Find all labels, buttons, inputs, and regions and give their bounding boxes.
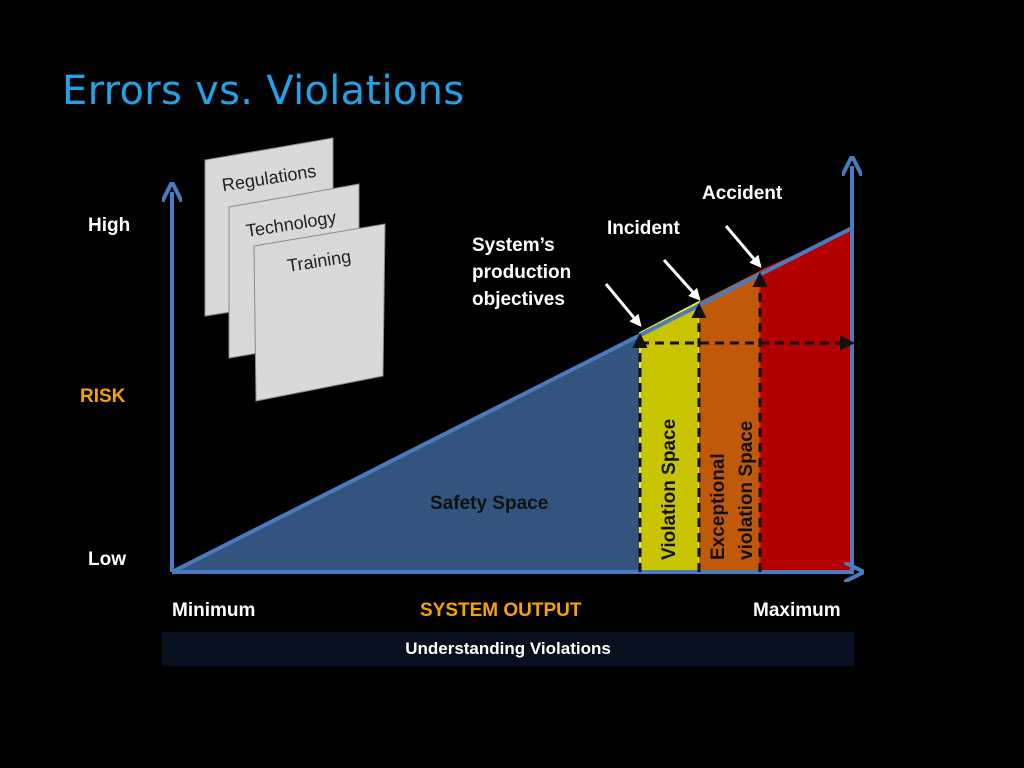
incident-label: Incident [607, 218, 681, 239]
y-high-label: High [88, 215, 130, 236]
exceptional-violation-label-line2: violation Space [736, 421, 757, 560]
footer-text: Understanding Violations [405, 639, 611, 658]
objectives-label-line1: System’s [472, 235, 555, 256]
footer-banner: Understanding Violations [162, 632, 854, 666]
x-axis-title: SYSTEM OUTPUT [420, 600, 582, 621]
accident-label: Accident [702, 183, 783, 204]
violation-space-label: Violation Space [659, 419, 680, 560]
accident-region [759, 228, 853, 573]
y-axis-title: RISK [80, 386, 126, 407]
accident-pointer-arrow [724, 225, 762, 268]
page-title: Errors vs. Violations [62, 68, 465, 114]
objectives-pointer-arrow [604, 283, 642, 327]
training-card: Training [253, 223, 386, 402]
objectives-label-line2: production [472, 262, 571, 283]
x-min-label: Minimum [172, 600, 255, 621]
safety-space-label: Safety Space [430, 493, 548, 514]
objectives-label-line3: objectives [472, 289, 565, 310]
y-low-label: Low [88, 549, 126, 570]
exceptional-violation-region [699, 271, 760, 572]
exceptional-violation-label-line1: Exceptional [708, 453, 729, 560]
incident-pointer-arrow [662, 258, 701, 301]
production-objectives-line [171, 226, 853, 574]
x-max-label: Maximum [753, 600, 841, 621]
